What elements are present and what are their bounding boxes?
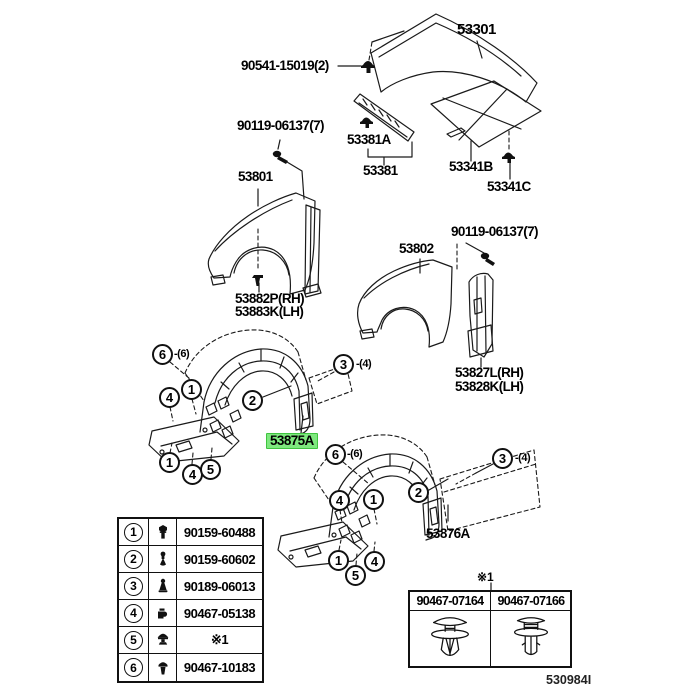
legend-callout-5: 5: [124, 630, 143, 650]
left-liner-drawing: [148, 329, 353, 463]
callout-1-left-upper: 1: [181, 379, 202, 400]
right-fender-drawing: [357, 259, 453, 348]
footnote-ref: ※1: [477, 570, 494, 584]
callout-6-left-qty: -(6): [174, 348, 190, 360]
part-label-53301[interactable]: 53301: [457, 21, 496, 38]
part-label-53341B[interactable]: 53341B: [449, 159, 493, 174]
callout-3-right: 3: [492, 448, 513, 469]
part-number-90467-07164[interactable]: 90467-07164: [410, 592, 491, 611]
left-fender-drawing: [207, 192, 322, 298]
part-label-53875A-highlighted[interactable]: 53875A: [266, 433, 318, 450]
hood-inner-panel-drawing: [430, 80, 542, 148]
callout-1-right-lower: 1: [328, 550, 349, 571]
callout-5-left: 5: [200, 459, 221, 480]
part-label-90119-06137-left[interactable]: 90119-06137(7): [237, 118, 325, 133]
part-number-90467-07166[interactable]: 90467-07166: [491, 592, 571, 611]
callout-6-right-qty: -(6): [347, 448, 363, 460]
part-label-53802[interactable]: 53802: [399, 241, 434, 256]
callout-3-left-qty: -(4): [356, 358, 372, 370]
clip-7164-drawing: [410, 611, 491, 667]
part-label-53828K[interactable]: 53828K(LH): [455, 379, 524, 394]
callout-1-left-lower: 1: [159, 452, 180, 473]
apron-panel-drawing: [467, 272, 494, 358]
callout-6-left: 6: [152, 344, 173, 365]
callout-1-right-upper: 1: [363, 489, 384, 510]
hood-drawing: [370, 13, 538, 103]
callout-5-right: 5: [345, 565, 366, 586]
callout-3-left: 3: [333, 354, 354, 375]
legend-callout-4: 4: [124, 603, 143, 623]
grommet-screw-icon: [149, 654, 177, 681]
retainer-clip-icon: [149, 600, 177, 627]
part-number-90467-05138[interactable]: 90467-05138: [177, 600, 262, 627]
part-label-53827L[interactable]: 53827L(RH): [455, 365, 524, 380]
legend-callout-6: 6: [124, 658, 143, 677]
part-number-90159-60602[interactable]: 90159-60602: [177, 546, 262, 573]
part-number-90467-10183[interactable]: 90467-10183: [183, 660, 256, 675]
figure-id: 530984I: [546, 673, 592, 687]
clip-variant-table: 90467-07164 90467-07166: [408, 590, 572, 668]
part-label-53883K[interactable]: 53883K(LH): [235, 304, 304, 319]
bolt-icon: [149, 519, 177, 546]
callout-2-left: 2: [242, 390, 263, 411]
callout-4-left-upper: 4: [159, 387, 180, 408]
screw-icon: [149, 546, 177, 573]
fastener-glyphs: [252, 61, 515, 286]
hood-seal-strip-drawing: [353, 93, 415, 142]
legend-callout-2: 2: [124, 549, 143, 569]
callout-2-right: 2: [408, 482, 429, 503]
grommet-icon: [149, 573, 177, 600]
part-label-90119-06137-right[interactable]: 90119-06137(7): [451, 224, 539, 239]
callout-3-right-qty: -(4): [515, 452, 531, 464]
callout-6-right: 6: [325, 444, 346, 465]
part-label-53876A[interactable]: 53876A: [426, 526, 470, 541]
part-number-footnote[interactable]: ※1: [177, 627, 262, 654]
callout-4-right-upper: 4: [329, 490, 350, 511]
part-number-90159-60488[interactable]: 90159-60488: [177, 519, 262, 546]
part-label-53801[interactable]: 53801: [238, 169, 273, 184]
callout-4-right-lower: 4: [364, 551, 385, 572]
push-rivet-icon: [149, 627, 177, 654]
part-label-53381A[interactable]: 53381A: [347, 132, 391, 147]
legend-callout-1: 1: [124, 522, 143, 542]
fastener-legend-table: 1 90159-60488 2 90159-60602 3 90189-0601…: [117, 517, 264, 683]
clip-7166-drawing: [491, 611, 571, 667]
part-label-90541-15019[interactable]: 90541-15019(2): [241, 58, 329, 73]
part-label-53341C[interactable]: 53341C: [487, 179, 531, 194]
part-label-53882P[interactable]: 53882P(RH): [235, 291, 305, 306]
part-number-90189-06013[interactable]: 90189-06013: [177, 573, 262, 600]
legend-callout-3: 3: [124, 576, 143, 596]
part-label-53381[interactable]: 53381: [363, 163, 398, 178]
